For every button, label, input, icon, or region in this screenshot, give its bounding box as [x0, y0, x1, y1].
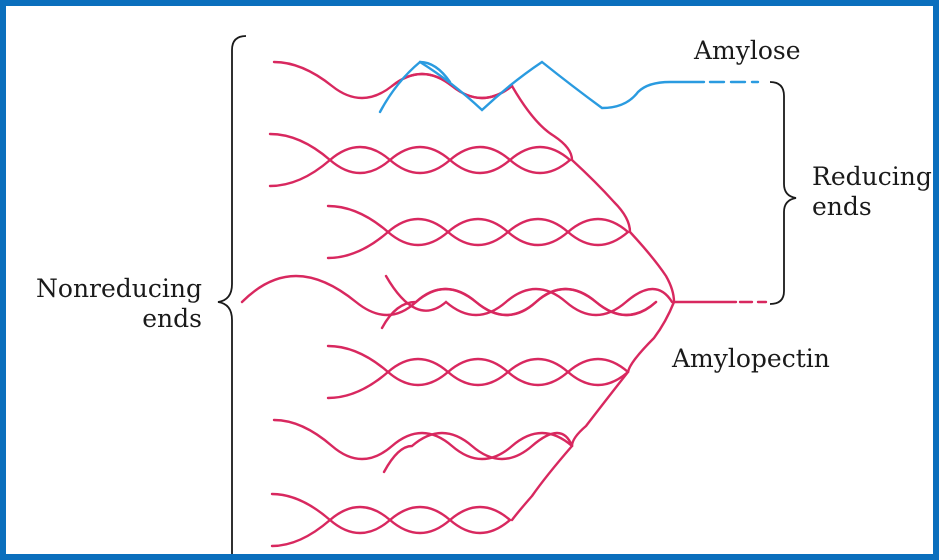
amylopectin-chain-row3-a	[326, 204, 630, 247]
amylopectin-chain-row2-a	[268, 132, 572, 175]
amylopectin-chain-row4-a	[240, 274, 658, 317]
starch-structure-diagram	[217, 35, 797, 554]
nonreducing-ends-label-line1: Nonreducing	[36, 274, 202, 303]
amylose-chain-b	[418, 60, 452, 84]
amylopectin-chain-row5-b	[326, 357, 630, 400]
reducing-ends-brace	[769, 81, 797, 305]
amylopectin-chain-row4-c	[384, 274, 674, 317]
reducing-ends-label: Reducing ends	[812, 162, 932, 222]
amylopectin-chain-row1-b	[390, 72, 514, 100]
amylopectin-chain-row4-b	[380, 287, 658, 330]
amylopectin-chain-row5-a	[326, 344, 630, 387]
amylopectin-chain-row2-b	[268, 145, 572, 188]
amylopectin-chain-row7-b	[270, 505, 512, 548]
amylopectin-molecule	[240, 60, 768, 548]
amylopectin-chain-row3-b	[326, 217, 630, 260]
nonreducing-ends-label: Nonreducing ends	[26, 274, 202, 334]
reducing-ends-label-line1: Reducing	[812, 162, 932, 191]
nonreducing-ends-brace	[217, 35, 247, 554]
amylopectin-backbone-upper	[510, 84, 676, 304]
amylopectin-chain-row6-b	[382, 431, 574, 474]
amylose-label: Amylose	[694, 36, 801, 65]
amylose-chain-a	[378, 60, 706, 114]
amylopectin-chain-row6-a	[272, 418, 574, 461]
nonreducing-ends-label-line2: ends	[142, 304, 202, 333]
amylopectin-chain-row7-a	[270, 492, 512, 535]
amylopectin-backbone-lower	[510, 300, 676, 522]
amylopectin-label: Amylopectin	[672, 344, 830, 373]
amylose-molecule	[378, 60, 760, 114]
reducing-ends-label-line2: ends	[812, 192, 872, 221]
